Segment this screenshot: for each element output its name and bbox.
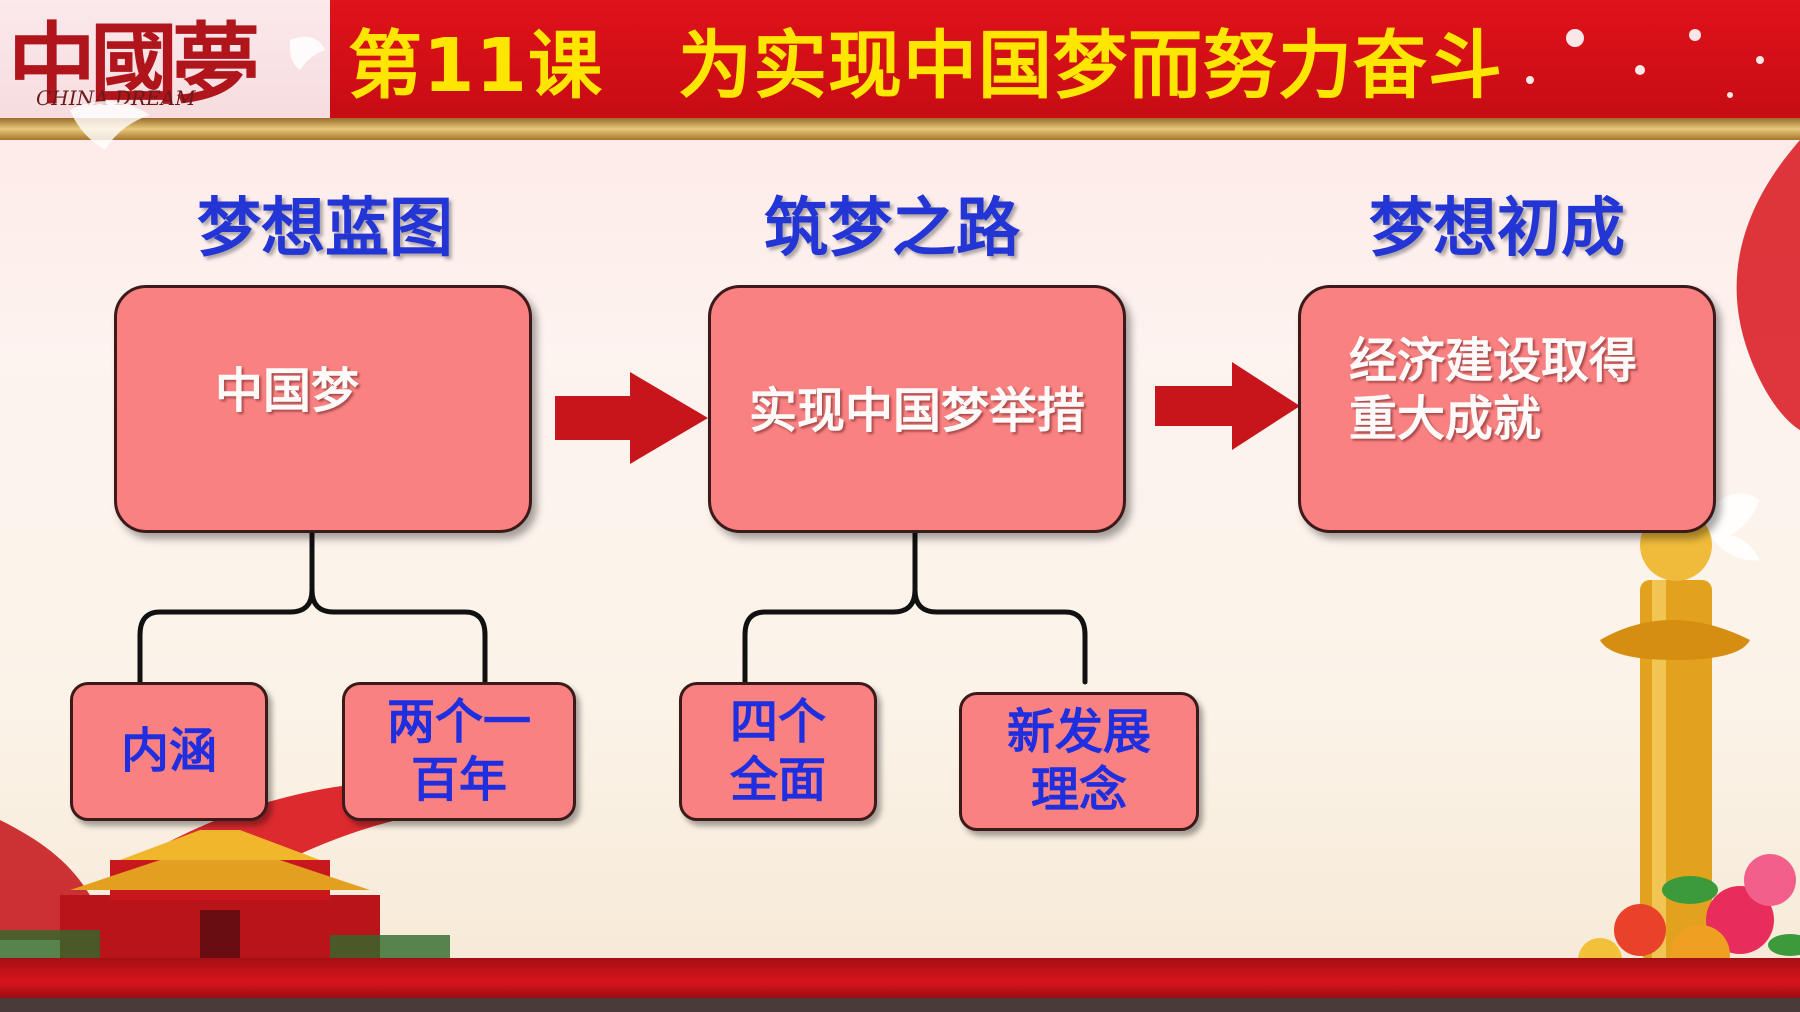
right-arrow-icon [1155,362,1300,450]
box-label: 中国梦 [215,363,360,420]
bottom-band [0,958,1800,998]
brace-connector [309,587,488,685]
sub-box-label: 四个 全面 [729,693,826,808]
sub-box-connotation: 内涵 [70,682,268,821]
dove-icon [289,36,325,70]
ribbon-decoration [1736,140,1800,430]
brace-connector [912,587,1088,685]
logo-text: 中國夢 [8,12,260,116]
sub-box-label: 新发展 理念 [1006,703,1151,818]
heading-dream-achieved: 梦想初成 [1369,192,1625,266]
box-measures: 实现中国梦举措 [708,285,1126,533]
right-arrow-icon [555,372,708,464]
logo-area: 中國夢 CHINA DREAM [0,0,330,118]
box-china-dream: 中国梦 [114,285,532,533]
box-label: 经济建设取得 重大成就 [1349,333,1638,447]
sparkle-icon [1526,29,1764,98]
bottom-edge [0,998,1800,1012]
sub-box-label: 两个一 百年 [386,693,531,808]
tiananmen-icon [0,830,450,960]
gold-divider [0,118,1800,140]
sub-box-label: 内涵 [120,722,217,779]
brace-connector [742,529,918,685]
heading-road-to-dream: 筑梦之路 [764,192,1020,266]
slide-title: 第11课 为实现中国梦而努力奋斗 [348,23,1503,109]
box-achievements: 经济建设取得 重大成就 [1298,285,1716,533]
brace-connector [137,522,315,685]
title-bar [330,0,1800,118]
box-label: 实现中国梦举措 [748,383,1085,440]
dove-icon [70,101,150,150]
dove-icon [1700,493,1760,561]
sub-box-two-centenaries: 两个一 百年 [342,682,576,821]
sub-box-four-comprehensives: 四个 全面 [679,682,877,821]
sub-box-new-development: 新发展 理念 [959,692,1199,831]
heading-dream-blueprint: 梦想蓝图 [197,192,453,266]
